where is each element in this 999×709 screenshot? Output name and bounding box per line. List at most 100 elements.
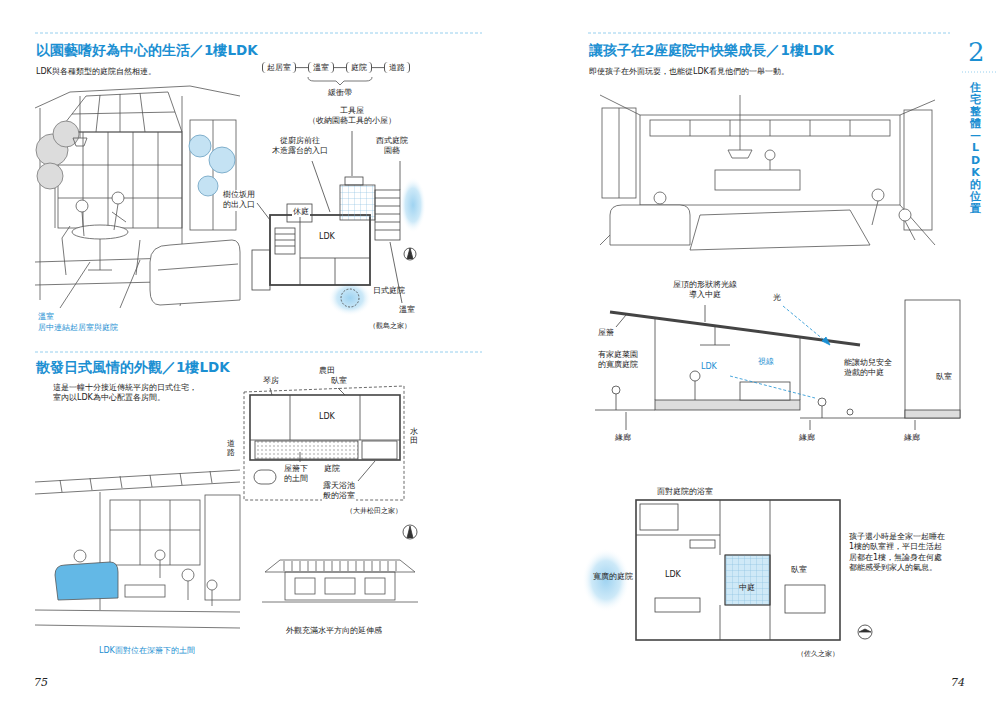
floor-plan	[345, 177, 363, 185]
floor-plan	[636, 500, 840, 640]
room-label: 臥室	[790, 565, 808, 575]
greenhouse-sketch	[88, 239, 112, 270]
interior-sketch	[765, 150, 775, 160]
subtitle: LDK與各種類型的庭院自然相連。	[35, 67, 157, 77]
caption: 居中連結起居室與庭院	[37, 323, 119, 333]
floor-plan	[725, 555, 770, 605]
interior-sketch	[690, 210, 870, 250]
room-label: 臥室	[935, 372, 953, 382]
elevation-sketch	[325, 578, 355, 594]
annotation: 屋頂的形狀將光線 導入中庭	[672, 280, 738, 301]
chapter-number: 2	[967, 36, 986, 70]
floor-plan	[254, 470, 276, 484]
floor-plan	[341, 289, 359, 307]
greenhouse-sketch	[189, 135, 235, 196]
dashed-rule	[35, 33, 996, 352]
north-symbol	[858, 625, 872, 639]
greenhouse-sketch	[213, 120, 214, 230]
greenhouse-sketch	[58, 132, 182, 228]
page-number: 75	[33, 676, 49, 690]
section-drawing	[690, 371, 700, 381]
section-drawing	[616, 305, 915, 430]
floor-plan	[252, 131, 402, 307]
interior-sketch	[207, 580, 217, 590]
room-label: 臥室	[330, 376, 348, 386]
greenhouse-sketch	[158, 264, 238, 270]
annotation: 農田	[318, 366, 336, 376]
floor-plan	[255, 441, 358, 459]
annotation: 寬廣的庭院	[592, 572, 634, 582]
bracket	[308, 77, 372, 85]
annotation: 有家庭菜園 的寬廣庭院	[597, 350, 639, 371]
bracket-box: 道路	[384, 62, 410, 73]
interior-sketch	[600, 95, 935, 250]
caption: 溫室	[37, 312, 55, 322]
greenhouse-sketch	[55, 188, 56, 228]
annotation: 從廚房前往 木造露台的入口	[271, 136, 329, 157]
box-text: 起居室	[267, 62, 291, 73]
interior-sketch	[74, 550, 86, 562]
dashed-rule	[35, 352, 482, 353]
section-drawing	[595, 410, 905, 418]
annotation: 道路	[227, 440, 235, 458]
interior-sketch	[55, 562, 118, 600]
interior-sketch	[715, 170, 800, 190]
annotation: 樹位坂用 的出入口	[222, 190, 256, 211]
greenhouse-sketch	[209, 147, 235, 173]
annotation: 緣廊	[903, 433, 921, 443]
greenhouse-sketch	[80, 96, 81, 138]
elevation-sketch	[265, 560, 415, 572]
interior-sketch	[602, 108, 636, 198]
elevation-sketch	[365, 578, 385, 594]
section-title: 散發日式風情的外觀／1樓LDK	[35, 359, 231, 377]
body-text: 孩子還小時是全家一起睡在1樓的臥室裡，平日生活起居都在1樓，無論身在何處都能感受…	[848, 532, 951, 574]
floor-plan	[275, 228, 295, 254]
bracket-box: 庭院	[346, 62, 372, 73]
greenhouse-sketch	[35, 86, 240, 108]
annotation: 工具屋 （收納園藝工具的小屋）	[307, 106, 397, 127]
floor-plan	[275, 215, 370, 285]
connector-line	[334, 67, 346, 68]
section-drawing	[905, 410, 960, 418]
interior-sketch	[188, 581, 189, 600]
floor-plan	[636, 500, 840, 640]
interior-sketch	[905, 221, 915, 240]
interior-sketch	[35, 470, 240, 628]
chapter-title: 住宅整體—LDK的位置	[970, 82, 981, 215]
greenhouse-sketch	[189, 135, 211, 157]
interior-sketch	[110, 500, 200, 565]
connector-line	[372, 67, 384, 68]
floor-plan	[250, 395, 400, 460]
annotation: 緩衝帶	[327, 88, 353, 98]
greenhouse-sketch	[72, 93, 175, 132]
section-drawing	[616, 394, 617, 410]
interior-sketch	[899, 209, 911, 221]
greenhouse-sketch	[36, 121, 79, 189]
connector-line	[296, 67, 308, 68]
north-symbol	[403, 525, 417, 539]
annotation: 能讓幼兒安全 遊戲的中庭	[843, 358, 893, 379]
annotation: 屋簷	[597, 328, 615, 338]
annotation: 溫室	[398, 305, 416, 315]
room-label: LDK	[318, 412, 336, 422]
section-drawing	[695, 381, 696, 400]
interior-sketch	[212, 590, 213, 606]
floor-plan	[690, 540, 715, 548]
annotation: 面對庭院的浴室	[656, 487, 714, 497]
floor-plan	[252, 250, 270, 290]
section-drawing	[847, 409, 853, 415]
section-drawing	[595, 300, 960, 430]
section-drawing	[610, 312, 860, 345]
floor-plan	[375, 190, 400, 240]
box-text: 庭院	[351, 62, 367, 73]
annotation: 光	[772, 293, 782, 303]
floor-plan	[362, 441, 397, 459]
interior-sketch	[872, 201, 878, 225]
page-number: 74	[950, 676, 966, 690]
interior-sketch	[155, 550, 165, 560]
room-label: LDK	[700, 362, 718, 372]
north-symbol	[407, 526, 413, 538]
subtitle: 這是一幢十分接近傳統平房的日式住宅， 室內以LDK為中心配置各房間。	[52, 383, 204, 404]
